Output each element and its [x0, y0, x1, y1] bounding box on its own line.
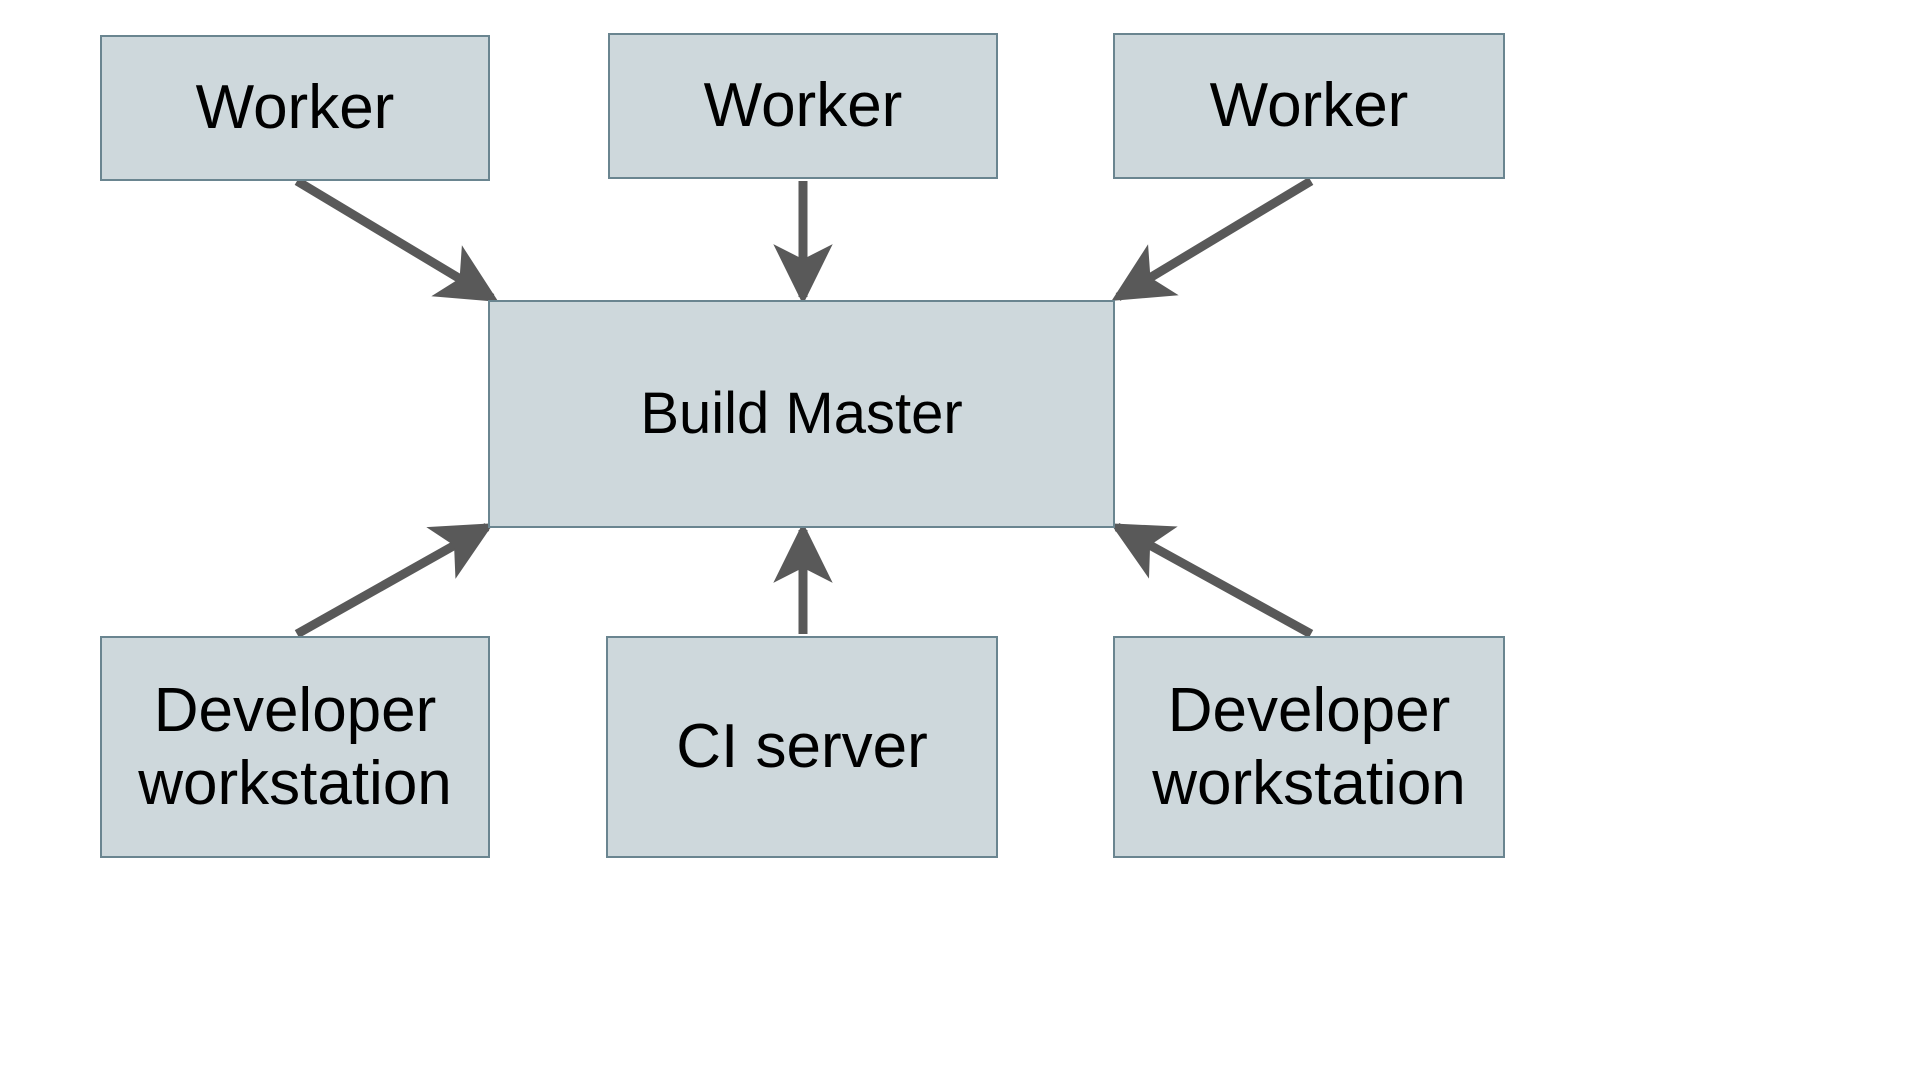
node-developer-workstation-right-label: Developer workstation: [1152, 675, 1466, 818]
edge-dev-right-to-master: [1110, 523, 1314, 638]
node-worker-right-label: Worker: [1209, 71, 1409, 141]
node-developer-workstation-left-label: Developer workstation: [138, 675, 452, 818]
node-developer-workstation-left[interactable]: Developer workstation: [100, 636, 490, 858]
edge-dev-left-to-master: [294, 523, 494, 638]
edge-worker-left-to-master: [294, 177, 499, 302]
node-worker-middle-label: Worker: [703, 71, 903, 141]
node-worker-left-label: Worker: [195, 73, 395, 143]
edge-worker-right-to-master: [1111, 177, 1314, 301]
node-worker-middle[interactable]: Worker: [608, 33, 998, 179]
node-developer-workstation-right[interactable]: Developer workstation: [1113, 636, 1505, 858]
node-ci-server[interactable]: CI server: [606, 636, 998, 858]
node-build-master[interactable]: Build Master: [488, 300, 1115, 528]
node-worker-right[interactable]: Worker: [1113, 33, 1505, 179]
node-worker-left[interactable]: Worker: [100, 35, 490, 181]
node-build-master-label: Build Master: [640, 380, 963, 446]
node-ci-server-label: CI server: [676, 712, 928, 782]
